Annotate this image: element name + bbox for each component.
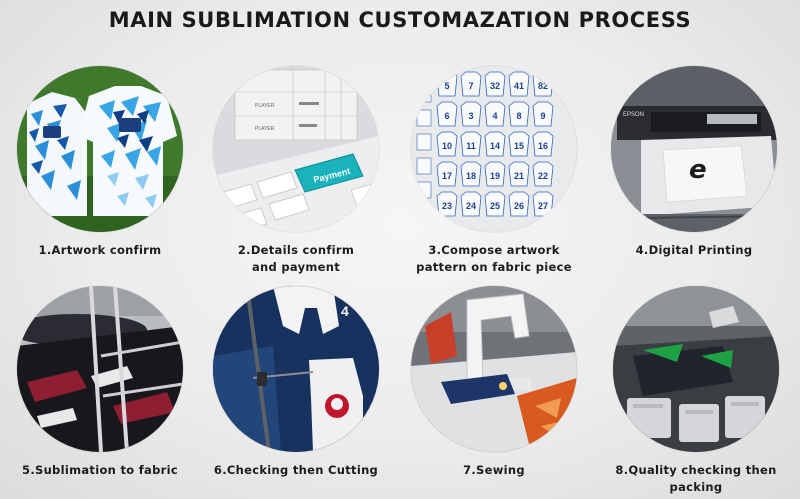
jersey-piece: 8: [508, 101, 530, 127]
jersey-piece: 10: [436, 131, 458, 157]
side-piece: [416, 109, 432, 127]
page-title: MAIN SUBLIMATION CUSTOMAZATION PROCESS: [108, 8, 692, 32]
step-caption: 7.Sewing: [463, 463, 525, 477]
jersey-number: 41: [514, 81, 524, 91]
step-sewing: 7.Sewing: [406, 286, 582, 479]
jersey-piece: 9: [532, 101, 554, 127]
step-details-confirm: PLAYER PLAYER Payment 2.Details confirm …: [208, 66, 384, 276]
jersey-number: 16: [538, 141, 548, 151]
jersey-piece: 26: [508, 191, 530, 217]
jersey-number: 10: [442, 141, 452, 151]
jersey-number: 5: [444, 81, 449, 91]
jersey-number: 8: [516, 111, 521, 121]
step-caption: 5.Sublimation to fabric: [22, 463, 178, 477]
side-piece: [416, 85, 432, 103]
printer-image: EPSON e: [611, 66, 777, 232]
payment-keyboard-image: PLAYER PLAYER Payment: [213, 66, 379, 232]
jersey-piece: 25: [484, 191, 506, 217]
side-piece: [416, 157, 432, 175]
side-piece: [416, 205, 432, 223]
step-caption: 6.Checking then Cutting: [213, 463, 379, 477]
step-caption: 4.Digital Printing: [635, 243, 753, 257]
packing-table-image: [613, 286, 779, 452]
jersey-number: 18: [466, 171, 476, 181]
svg-text:4: 4: [341, 303, 349, 319]
jersey-piece: 14: [484, 131, 506, 157]
sewing-machine-image: [411, 286, 577, 452]
jersey-number: 27: [538, 201, 548, 211]
jersey-piece: 5: [436, 71, 458, 97]
jersey-number: 25: [490, 201, 500, 211]
step-caption: 2.Details confirm and payment: [237, 243, 355, 274]
jersey-number: 32: [490, 81, 500, 91]
jersey-number: 26: [514, 201, 524, 211]
heat-press-image: [17, 286, 183, 452]
jersey-piece: 17: [436, 161, 458, 187]
laser-cutting-image: 4: [213, 286, 379, 452]
jersey-piece: 21: [508, 161, 530, 187]
side-piece: [416, 133, 432, 151]
step-packing: 8.Quality checking then packing: [598, 286, 794, 496]
jersey-number: 14: [490, 141, 500, 151]
jersey-number: 4: [492, 111, 497, 121]
jersey-piece: 41: [508, 71, 530, 97]
step-sublimation: 5.Sublimation to fabric: [12, 286, 188, 479]
jersey-number: 11: [466, 141, 476, 151]
fabric-layout-image: 5 7 32 41 82 6 3 4 8 9 10 11 14 15 16 17 18 19 21 22 23 24 25 2…: [411, 66, 577, 232]
jersey-piece: 4: [484, 101, 506, 127]
step-artwork-confirm: 1.Artwork confirm: [12, 66, 188, 259]
jersey-piece: 32: [484, 71, 506, 97]
jersey-number: 3: [468, 111, 473, 121]
jersey-piece: 22: [532, 161, 554, 187]
printer-brand-label: EPSON: [623, 112, 644, 118]
step-cutting: 4 6.Checking then Cutting: [208, 286, 384, 479]
jersey-number: 17: [442, 171, 452, 181]
jersey-number: 22: [538, 171, 548, 181]
jersey-piece: 7: [460, 71, 482, 97]
jersey-piece: 3: [460, 101, 482, 127]
step-caption: 8.Quality checking then packing: [615, 463, 777, 494]
jersey-piece: 6: [436, 101, 458, 127]
jersey-piece: 19: [484, 161, 506, 187]
jersey-piece: 15: [508, 131, 530, 157]
jersey-piece: 27: [532, 191, 554, 217]
jersey-piece: 18: [460, 161, 482, 187]
jersey-number: 15: [514, 141, 524, 151]
jersey-number: 19: [490, 171, 500, 181]
jersey-piece: 23: [436, 191, 458, 217]
step-compose-pattern: 5 7 32 41 82 6 3 4 8 9 10 11 14 15 16 17 18 19 21 22 23 24 25 2…: [396, 66, 592, 276]
table-text-2: PLAYER: [255, 126, 275, 132]
jersey-number: 23: [442, 201, 452, 211]
jersey-number: 21: [514, 171, 524, 181]
jersey-piece: 16: [532, 131, 554, 157]
artwork-jerseys-image: [17, 66, 183, 232]
jersey-number: 9: [540, 111, 545, 121]
step-caption: 1.Artwork confirm: [38, 243, 162, 257]
jersey-number: 24: [466, 201, 476, 211]
table-text-1: PLAYER: [255, 103, 275, 109]
jersey-number: 7: [468, 81, 473, 91]
jersey-piece: 24: [460, 191, 482, 217]
jersey-number: 82: [538, 81, 548, 91]
jersey-piece: 11: [460, 131, 482, 157]
jersey-piece: 82: [532, 71, 554, 97]
jersey-logo-mark: e: [689, 155, 707, 185]
step-digital-printing: EPSON e 4.Digital Printing: [606, 66, 782, 259]
side-piece: [416, 181, 432, 199]
jersey-number: 6: [444, 111, 449, 121]
step-caption: 3.Compose artwork pattern on fabric piec…: [416, 243, 572, 274]
